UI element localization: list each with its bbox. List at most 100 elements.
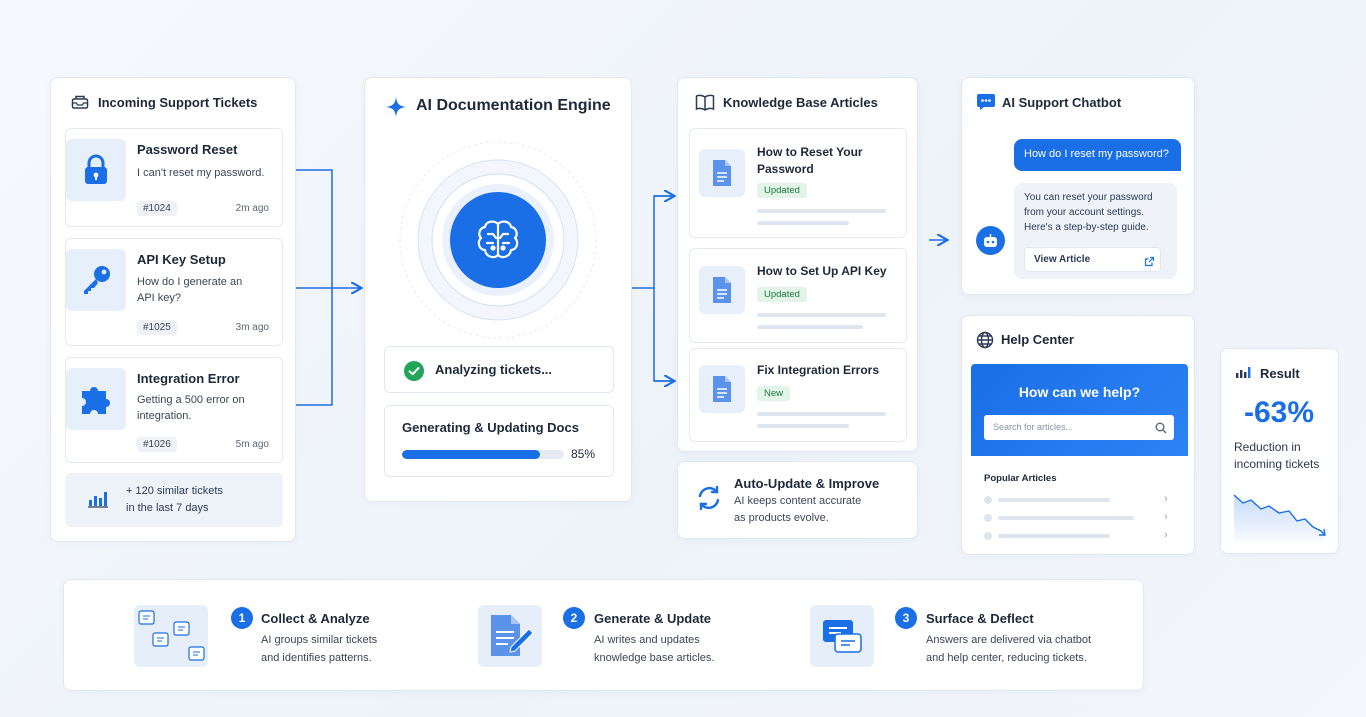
kb-article-badge: Updated bbox=[757, 287, 807, 302]
user-message: How do I reset my password? bbox=[1014, 139, 1181, 171]
ticket-id: #1024 bbox=[137, 201, 177, 216]
ticket-card[interactable]: Integration Error Getting a 500 error on… bbox=[65, 357, 283, 463]
document-icon bbox=[699, 266, 745, 314]
step-title: Generate & Update bbox=[594, 611, 712, 626]
bot-avatar-icon bbox=[976, 226, 1005, 255]
similar-tickets-summary: + 120 similar tickets in the last 7 days bbox=[65, 473, 283, 527]
search-icon bbox=[1155, 421, 1167, 439]
ticket-card[interactable]: API Key Setup How do I generate an API k… bbox=[65, 238, 283, 346]
placeholder-line bbox=[998, 498, 1110, 502]
step-desc-line: Answers are delivered via chatbot bbox=[926, 634, 1092, 646]
connector-engine-split bbox=[632, 195, 673, 382]
step-title: Collect & Analyze bbox=[261, 611, 370, 626]
step-desc-line: AI groups similar tickets bbox=[261, 634, 378, 646]
ticket-card[interactable]: Password Reset I can't reset my password… bbox=[65, 128, 283, 227]
globe-icon bbox=[976, 331, 994, 354]
placeholder-line bbox=[998, 534, 1110, 538]
chevron-right-icon: › bbox=[1164, 493, 1168, 505]
result-label-2: incoming tickets bbox=[1234, 457, 1320, 471]
step-number: 3 bbox=[895, 607, 917, 629]
auto-update-desc-1: AI keeps content accurate bbox=[734, 495, 862, 507]
document-icon bbox=[699, 149, 745, 197]
bot-message-line: Here's a step-by-step guide. bbox=[1024, 222, 1149, 233]
step-number: 2 bbox=[563, 607, 585, 629]
ticket-id: #1025 bbox=[137, 320, 177, 335]
document-icon bbox=[699, 365, 745, 413]
brain-visual bbox=[398, 140, 598, 340]
kb-article[interactable]: Fix Integration Errors New bbox=[689, 348, 907, 442]
help-hero: How can we help? Search for articles... bbox=[971, 364, 1188, 456]
kb-article[interactable]: How to Set Up API Key Updated bbox=[689, 248, 907, 343]
popular-article-row[interactable]: › bbox=[984, 529, 1174, 542]
ticket-name: Integration Error bbox=[137, 371, 240, 386]
chat-window-icon bbox=[810, 605, 874, 667]
decline-trend-line bbox=[1233, 494, 1326, 541]
sparkle-icon bbox=[385, 96, 407, 123]
book-icon bbox=[695, 94, 715, 116]
knowledge-base-panel: Knowledge Base Articles How to Reset You… bbox=[677, 77, 918, 452]
auto-update-panel: Auto-Update & Improve AI keeps content a… bbox=[677, 461, 918, 539]
inbox-icon bbox=[71, 94, 89, 115]
popular-article-row[interactable]: › bbox=[984, 511, 1174, 524]
step-desc-line: and help center, reducing tickets. bbox=[926, 652, 1087, 664]
auto-update-desc-2: as products evolve. bbox=[734, 512, 829, 524]
result-title: Result bbox=[1260, 366, 1300, 381]
placeholder-line bbox=[998, 516, 1134, 520]
chevron-right-icon: › bbox=[1164, 511, 1168, 523]
ticket-name: API Key Setup bbox=[137, 252, 226, 267]
process-steps-panel: 1 Collect & Analyze AI groups similar ti… bbox=[63, 579, 1144, 691]
bar-chart-icon bbox=[87, 488, 109, 513]
tickets-panel: Incoming Support Tickets Password Reset … bbox=[50, 77, 296, 542]
view-article-button[interactable]: View Article bbox=[1024, 247, 1161, 272]
bullet-icon bbox=[984, 514, 992, 522]
help-search-placeholder: Search for articles... bbox=[993, 422, 1074, 432]
analyzing-label: Analyzing tickets... bbox=[435, 362, 553, 377]
similar-tickets-line2: in the last 7 days bbox=[126, 502, 209, 514]
step-desc-line: knowledge base articles. bbox=[594, 652, 715, 664]
result-value: -63% bbox=[1244, 396, 1315, 429]
brain-icon bbox=[470, 212, 526, 273]
placeholder-line bbox=[757, 424, 849, 428]
analyzing-status: Analyzing tickets... bbox=[384, 346, 614, 393]
kb-article-title: Fix Integration Errors bbox=[757, 363, 880, 377]
lock-icon bbox=[66, 139, 126, 201]
result-label-1: Reduction in bbox=[1234, 440, 1301, 454]
bullet-icon bbox=[984, 496, 992, 504]
chat-bubbles-icon bbox=[134, 605, 208, 667]
progress-value: 85% bbox=[571, 447, 596, 461]
check-circle-icon bbox=[404, 361, 424, 386]
help-center-title: Help Center bbox=[1001, 332, 1074, 347]
kb-article-badge: New bbox=[757, 386, 791, 401]
step-desc-line: and identifies patterns. bbox=[261, 652, 372, 664]
placeholder-line bbox=[757, 412, 886, 416]
key-icon bbox=[66, 249, 126, 311]
result-panel: Result -63% Reduction in incoming ticket… bbox=[1220, 348, 1339, 554]
external-link-icon bbox=[1144, 254, 1155, 272]
chatbot-title: AI Support Chatbot bbox=[1002, 95, 1122, 110]
help-hero-heading: How can we help? bbox=[1018, 384, 1141, 400]
edit-document-icon bbox=[478, 605, 542, 667]
kb-article[interactable]: How to Reset Your Password Updated bbox=[689, 128, 907, 238]
bullet-icon bbox=[984, 532, 992, 540]
refresh-icon bbox=[695, 484, 723, 517]
bot-message-line: You can reset your password bbox=[1024, 192, 1153, 203]
chat-bubble-icon bbox=[976, 93, 996, 116]
help-search-input[interactable]: Search for articles... bbox=[984, 415, 1174, 440]
bot-message-line: from your account settings. bbox=[1024, 207, 1145, 218]
chatbot-panel: AI Support Chatbot How do I reset my pas… bbox=[961, 77, 1195, 295]
progress-track bbox=[402, 450, 564, 459]
puzzle-icon bbox=[66, 368, 126, 430]
ai-engine-panel: AI Documentation Engine Analyzing ticket… bbox=[364, 77, 632, 502]
generating-status: Generating & Updating Docs 85% bbox=[384, 405, 614, 477]
placeholder-line bbox=[757, 313, 886, 317]
user-message-text: How do I reset my password? bbox=[1024, 148, 1169, 160]
kb-article-title: How to Reset Your Password bbox=[757, 145, 863, 176]
bot-message: You can reset your password from your ac… bbox=[1014, 183, 1177, 279]
ticket-time: 3m ago bbox=[235, 322, 269, 333]
popular-article-row[interactable]: › bbox=[984, 493, 1174, 506]
auto-update-title: Auto-Update & Improve bbox=[734, 476, 880, 491]
placeholder-line bbox=[757, 209, 886, 213]
step-number: 1 bbox=[231, 607, 253, 629]
help-center-panel: Help Center How can we help? Search for … bbox=[961, 315, 1195, 555]
engine-title: AI Documentation Engine bbox=[416, 97, 611, 114]
